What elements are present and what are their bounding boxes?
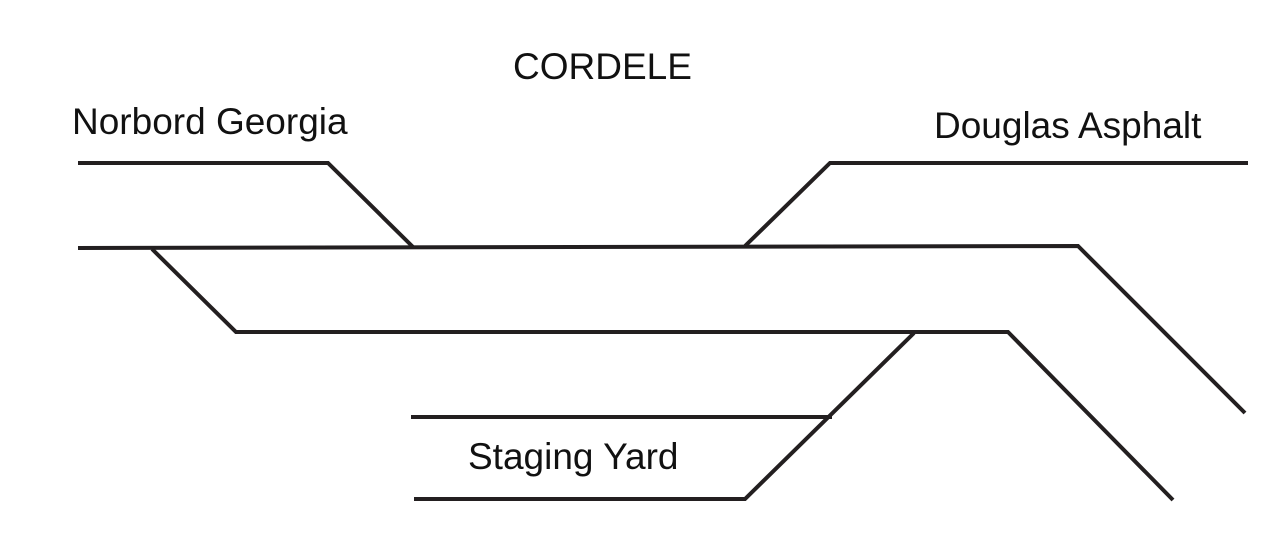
- norbord-spur-track: [78, 161, 415, 249]
- passing-siding-track: [150, 247, 1175, 502]
- track-lines: [77, 161, 1248, 502]
- diagram-title: CORDELE: [513, 46, 692, 87]
- norbord-georgia-label: Norbord Georgia: [72, 101, 348, 142]
- staging-yard-label: Staging Yard: [468, 436, 679, 477]
- diagram-labels: CORDELE Norbord Georgia Douglas Asphalt …: [72, 46, 1202, 477]
- staging-lead-track: [414, 331, 916, 501]
- main-line-track: [77, 243, 1247, 415]
- douglas-asphalt-label: Douglas Asphalt: [934, 105, 1202, 146]
- douglas-spur-track: [743, 161, 1248, 248]
